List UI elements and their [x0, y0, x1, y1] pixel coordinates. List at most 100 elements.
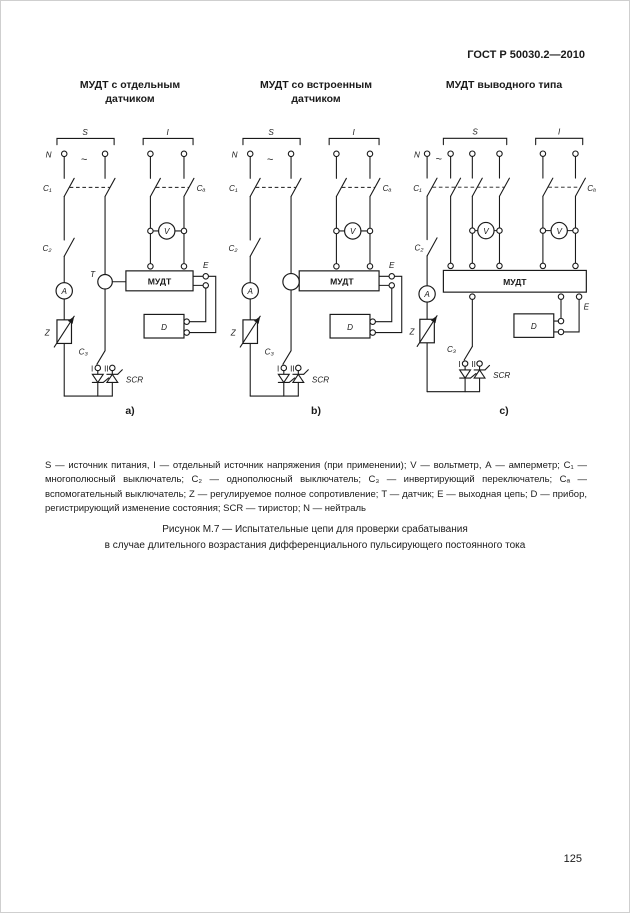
- c2-switch: [249, 237, 261, 257]
- figure-legend: S — источник питания, I — отдельный исто…: [45, 460, 587, 514]
- source-i-label: I: [353, 128, 356, 137]
- document-header: ГОСТ Р 50030.2—2010: [467, 49, 585, 61]
- voltmeter-label: V: [483, 227, 490, 236]
- caption-line1: Рисунок М.7 — Испытательные цепи для про…: [162, 524, 468, 535]
- contact-i-label: I: [91, 365, 93, 374]
- voltmeter: [333, 222, 374, 240]
- c2-label: C₂: [43, 244, 53, 253]
- diagram-b-sublabel: b): [311, 405, 321, 418]
- sensor-t-label: T: [90, 270, 96, 279]
- c2-label: C₂: [415, 244, 425, 253]
- recorder-d-label: D: [347, 323, 353, 332]
- input-terminals: [60, 150, 188, 158]
- sensor-circle: [97, 273, 113, 290]
- output-e-label: E: [389, 261, 395, 270]
- circuit-a: S I N ~: [43, 128, 217, 397]
- neutral-label: N: [232, 150, 238, 159]
- built-in-sensor-circle: [282, 272, 300, 291]
- wires: [426, 155, 577, 393]
- mudt-bottom-terminals: [469, 293, 583, 300]
- c3-label: C₃: [79, 347, 89, 356]
- circuit-b: S I N ~: [229, 128, 403, 397]
- input-terminals: [246, 150, 374, 158]
- contact-ii-label: II: [104, 365, 109, 374]
- ac-source-icon: ~: [267, 154, 273, 166]
- voltmeter-circle: [157, 222, 176, 240]
- impedance-z-label: Z: [44, 328, 51, 337]
- diagram-a: МУДТ с отдельным датчиком S I N ~: [37, 79, 223, 417]
- c3-switch: [461, 298, 483, 367]
- neutral-label: N: [414, 150, 420, 159]
- c1-switch: [249, 177, 302, 198]
- c2-switch: [426, 237, 438, 257]
- recorder-d-box: [329, 313, 371, 339]
- ammeter-circle: [55, 282, 73, 300]
- ca-label: Cₐ: [197, 184, 206, 193]
- mudt-top-terminals: [333, 263, 374, 270]
- ac-source-icon: ~: [81, 154, 87, 166]
- diagram-c-title: МУДТ выводного типа: [445, 79, 563, 91]
- impedance-z-label: Z: [409, 328, 415, 337]
- c3-switch: [94, 350, 116, 372]
- scr-label: SCR: [312, 375, 329, 384]
- source-s-label: S: [82, 128, 88, 137]
- c1-label: C₁: [229, 184, 238, 193]
- contact-i-label: I: [277, 365, 279, 374]
- impedance-z-label: Z: [230, 328, 237, 337]
- recorder-d-box: [513, 313, 555, 338]
- diagram-b-title: МУДТ со встроенным датчиком: [260, 79, 372, 105]
- voltmeter: [147, 222, 188, 240]
- c1-label: C₁: [43, 184, 52, 193]
- supply-brackets: [442, 137, 584, 146]
- page-number: 125: [563, 853, 582, 865]
- c1-switch: [63, 177, 116, 198]
- voltmeter-label: V: [164, 227, 171, 236]
- figure-area: МУДТ с отдельным датчиком S I N ~: [37, 79, 597, 417]
- scr-label: SCR: [493, 371, 510, 380]
- mudt-top-terminals: [147, 263, 188, 270]
- ammeter-label: A: [60, 287, 66, 296]
- thyristors: [249, 369, 309, 397]
- ca-label: Cₐ: [383, 184, 392, 193]
- ca-label: Cₐ: [587, 184, 596, 193]
- ammeter-label: A: [246, 287, 252, 296]
- neutral-label: N: [46, 150, 52, 159]
- voltmeter-2: [539, 221, 579, 240]
- mudt-label: МУДТ: [148, 276, 172, 286]
- mudt-label: МУДТ: [503, 277, 527, 287]
- source-i-label: I: [167, 128, 170, 137]
- thyristors: [63, 369, 123, 397]
- c3-label: C₃: [265, 347, 275, 356]
- mudt-box: [442, 269, 587, 293]
- source-s-label: S: [472, 128, 478, 137]
- thyristors: [426, 364, 491, 393]
- mudt-box: [125, 270, 194, 292]
- impedance-z: [416, 315, 438, 347]
- voltmeter-circle: [550, 221, 568, 240]
- d-terminals: [183, 318, 190, 336]
- c1-label: C₁: [413, 184, 422, 193]
- source-s-label: S: [268, 128, 274, 137]
- contact-i-label: I: [458, 360, 460, 369]
- ammeter: [55, 282, 73, 300]
- output-circuit-e: [553, 298, 580, 336]
- supply-brackets: [242, 137, 380, 146]
- diagram-b: МУДТ со встроенным датчиком S I N ~: [223, 79, 409, 417]
- mudt-label: МУДТ: [330, 276, 354, 286]
- output-circuit-e: [374, 273, 403, 334]
- voltmeter-label: V: [350, 227, 357, 236]
- recorder-d-box: [143, 313, 185, 339]
- ca-switch: [335, 177, 381, 198]
- voltmeter-label: V: [556, 227, 563, 236]
- output-circuit-e: [188, 273, 217, 334]
- ammeter-label: A: [423, 290, 429, 299]
- ammeter-circle: [241, 282, 259, 300]
- sensor-t: [97, 273, 127, 290]
- diagram-c: МУДТ выводного типа S I N ~: [409, 79, 599, 417]
- voltmeter-circle: [343, 222, 362, 240]
- impedance-z: [239, 315, 261, 348]
- input-terminals: [423, 150, 579, 157]
- diagram-c-sublabel: c): [499, 404, 509, 417]
- ac-source-icon: ~: [436, 154, 442, 166]
